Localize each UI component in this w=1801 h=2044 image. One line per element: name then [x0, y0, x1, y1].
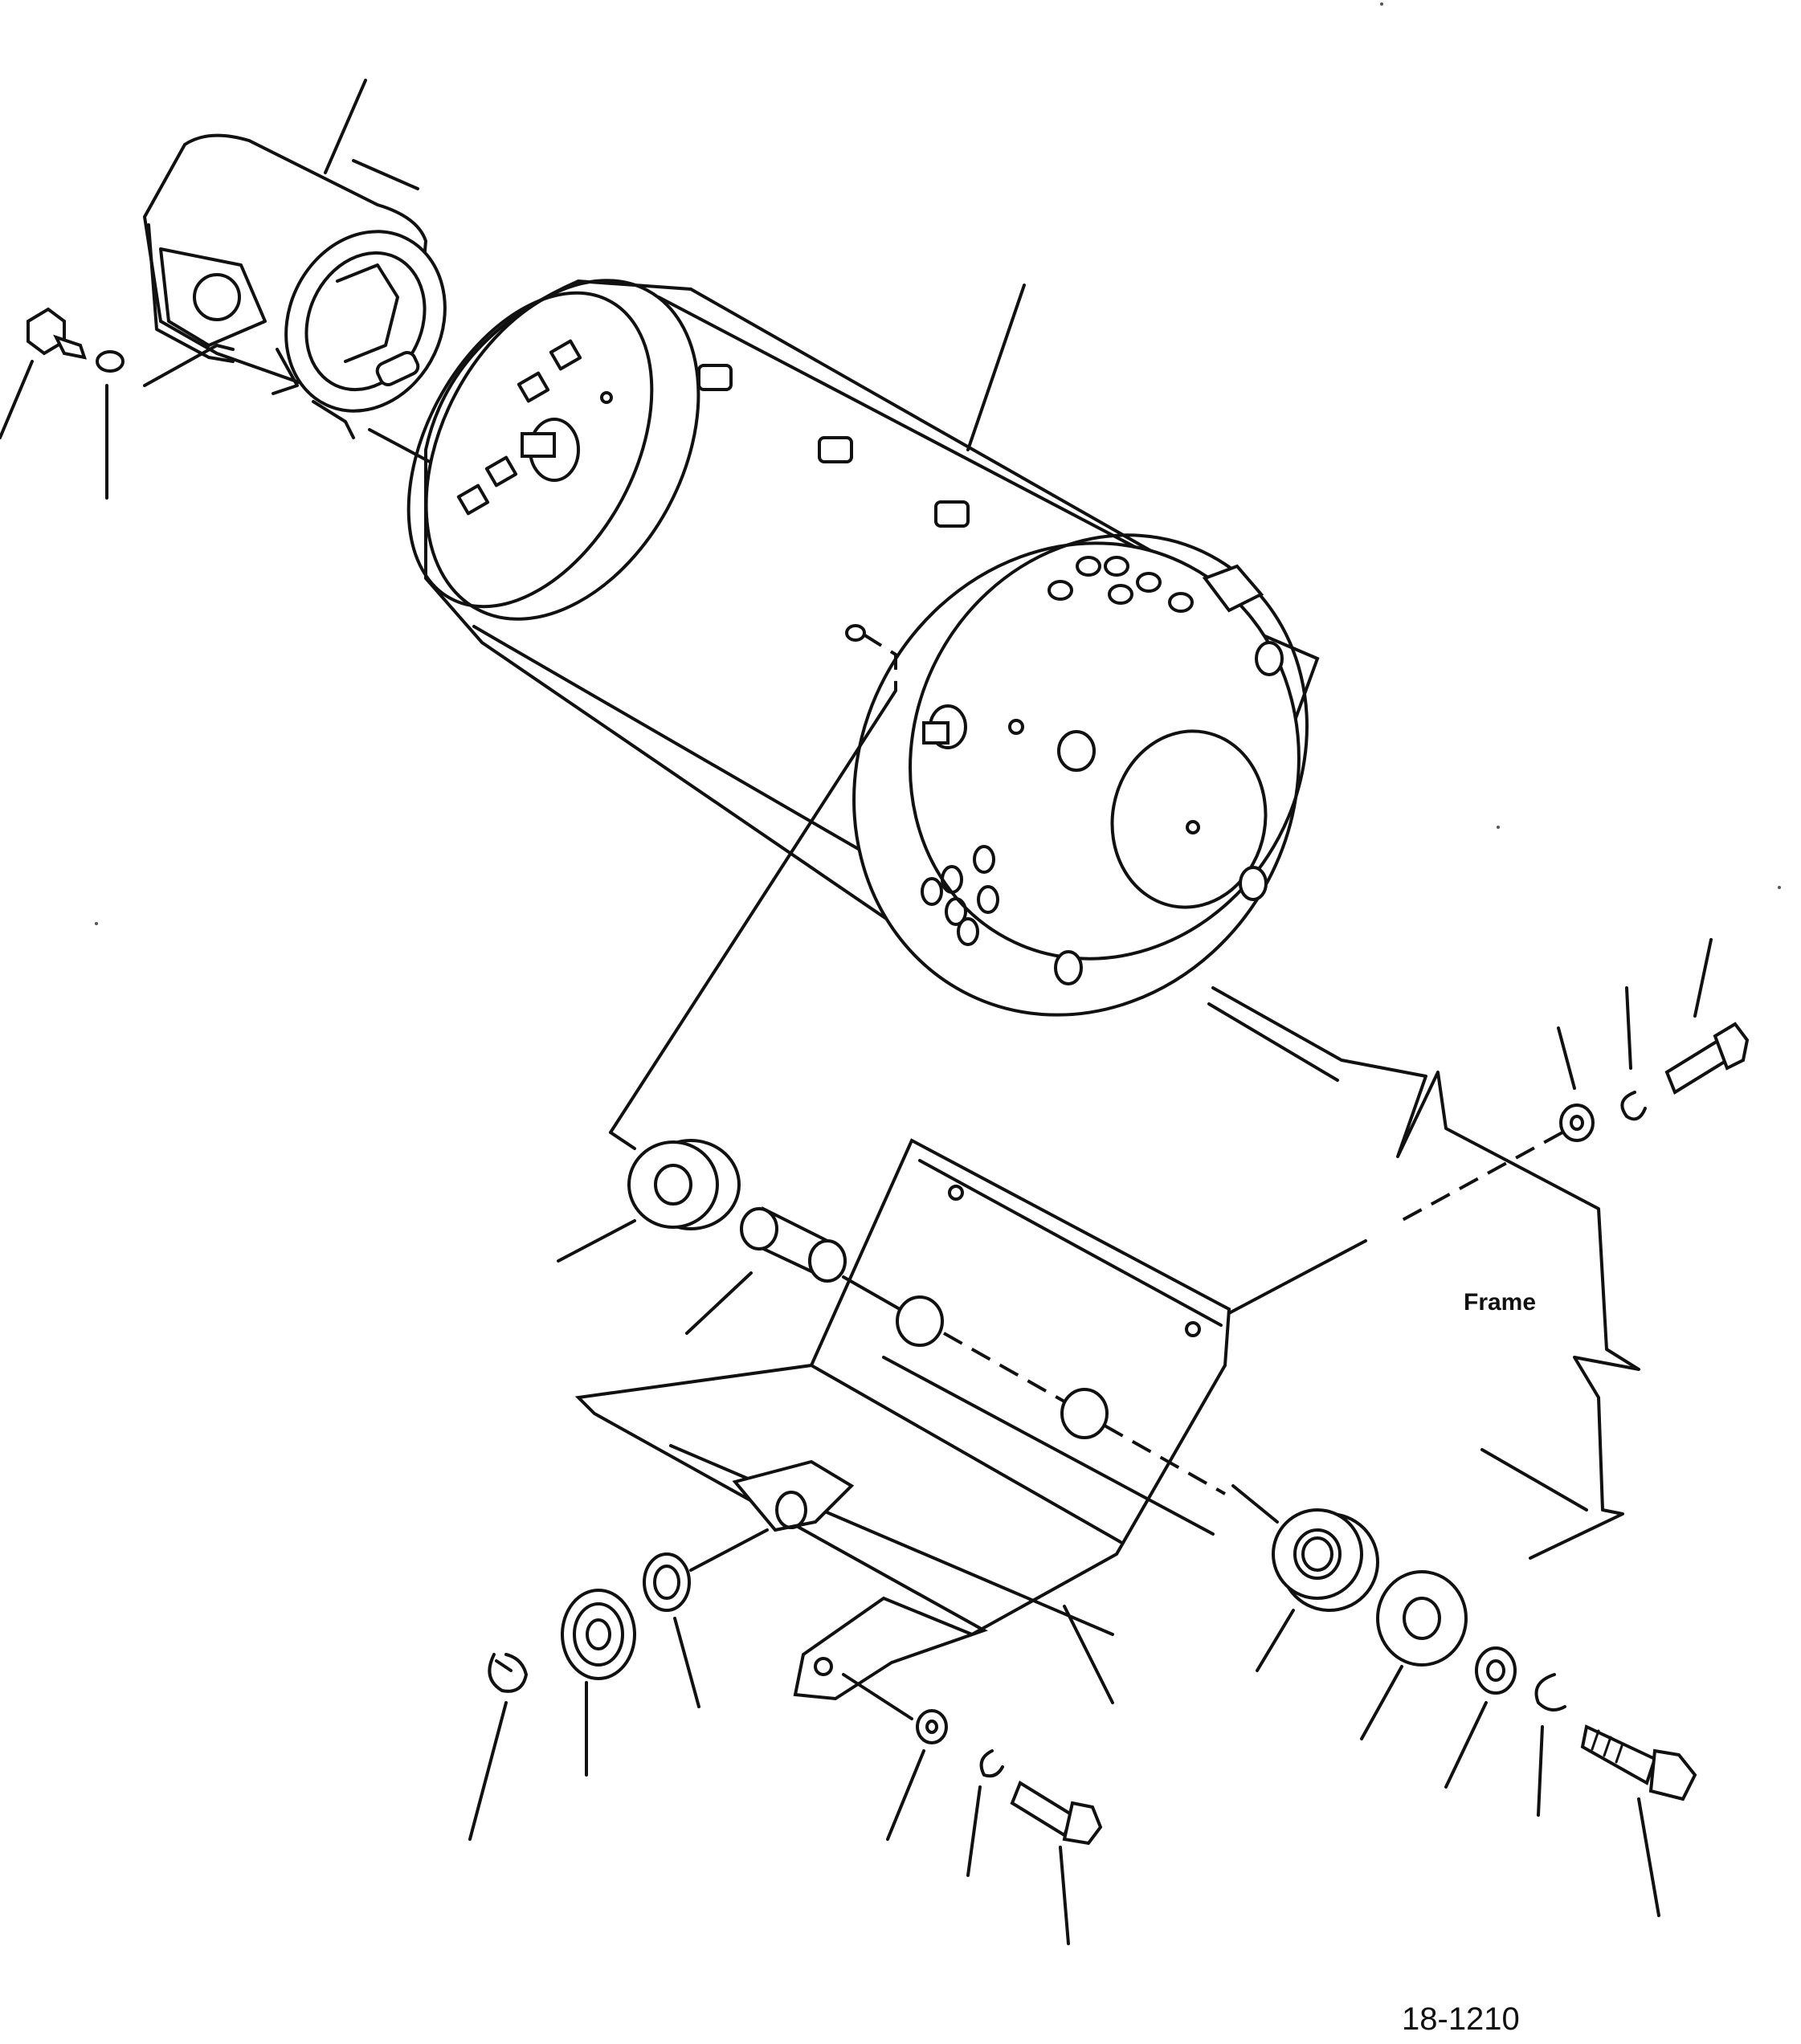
bolt-right: [1580, 1724, 1697, 1801]
electric-motor: [406, 279, 1320, 1017]
washer-lower-left: [643, 1552, 691, 1612]
leader-washer-lower-left: [673, 1617, 700, 1708]
bolt-lower-center: [1010, 1781, 1103, 1846]
speck: [95, 922, 98, 925]
leader-pump-bolt: [0, 360, 34, 439]
snap-ring-lower-left: [488, 1653, 528, 1693]
leader-frame-bolt: [1693, 938, 1713, 1018]
bracket-dashed-line-2: [1104, 1424, 1226, 1495]
mounting-bracket: [574, 1138, 1231, 1701]
frame-bolt-set: [1559, 1022, 1750, 1142]
isolator-washer-right: [1376, 1570, 1468, 1667]
leader-frame-lockwasher: [1625, 986, 1632, 1070]
washer-lower-center: [916, 1709, 948, 1744]
leader-bracket: [1063, 1605, 1114, 1704]
isolator-lower-right: [1272, 1508, 1379, 1612]
speck: [1497, 826, 1500, 829]
leader-bolt-lower-center: [1059, 1846, 1070, 1945]
leader-isolator-washer-right: [1360, 1665, 1403, 1740]
speck: [1778, 886, 1781, 889]
spacer-to-bracket-line: [842, 1275, 901, 1311]
isolator-upper-left: [627, 1139, 741, 1230]
leader-bolt-right: [1637, 1797, 1660, 1917]
leader-washer-lower-center: [886, 1749, 925, 1841]
leader-spacer: [685, 1271, 753, 1335]
pump-bolt-path: [143, 344, 235, 387]
washer-right: [1475, 1646, 1517, 1695]
motor-mount-line-end: [609, 1131, 636, 1150]
leader-lockwasher-right: [1537, 1725, 1544, 1817]
pump-to-motor-line: [368, 428, 431, 463]
leader-isolator-lower-right: [1256, 1609, 1295, 1672]
leader-pump: [324, 79, 367, 174]
bracket-to-washer-line: [842, 1673, 913, 1720]
leader-motor: [966, 284, 1026, 451]
frame: [1207, 986, 1640, 1560]
leader-washer-right: [1444, 1701, 1488, 1789]
bracket-dashed-line: [943, 1332, 1065, 1403]
frame-to-bracket-line: [1227, 1239, 1367, 1315]
speck: [1380, 2, 1383, 6]
leader-lockwasher-lower-center: [966, 1785, 982, 1877]
leader-frame-washer: [1557, 1026, 1576, 1090]
motor-mount-dashed-line: [862, 633, 897, 691]
pump-bolt: [27, 307, 87, 360]
leader-snap-ring: [468, 1701, 508, 1841]
washer-to-bracket-line: [689, 1528, 769, 1572]
leader-isolator-upper-left: [557, 1219, 636, 1263]
pump-washer: [96, 350, 125, 373]
hydraulic-pump: [142, 133, 447, 439]
lockwasher-right: [1534, 1673, 1566, 1711]
figure-number: 18-1210: [1402, 2001, 1520, 2037]
frame-label: Frame: [1464, 1289, 1537, 1316]
motor-mount-line: [609, 689, 897, 1134]
spacer-tube: [740, 1206, 847, 1283]
isolator-lower-left: [561, 1589, 636, 1680]
bracket-to-isolator-right-line: [1231, 1484, 1279, 1524]
lockwasher-lower-center: [979, 1749, 1004, 1778]
